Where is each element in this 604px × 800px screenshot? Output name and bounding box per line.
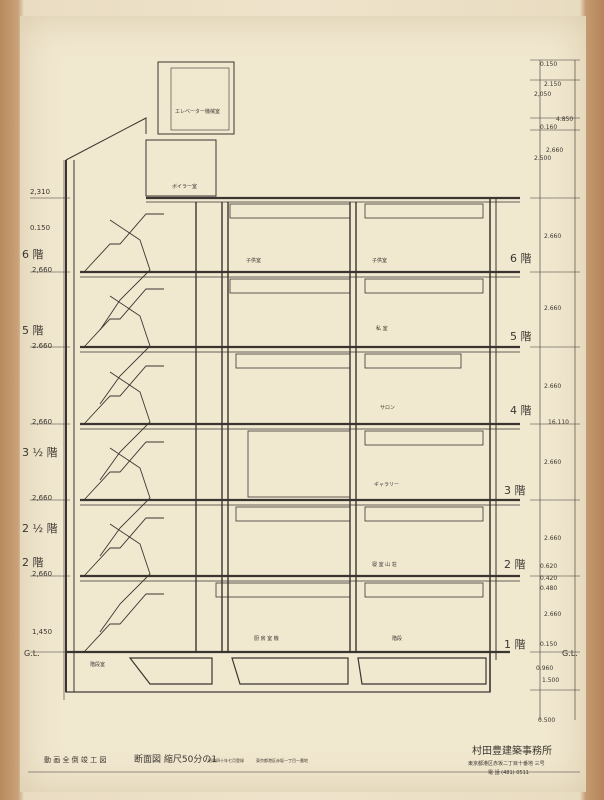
left-dim-2: 2,660 [32, 266, 52, 274]
room-label-2f: 寝 室 山 荘 [372, 561, 397, 568]
boiler-room-outline [145, 139, 217, 197]
right-dim-5: 2,660 [546, 147, 563, 154]
right-dim-0: 0.150 [540, 61, 557, 68]
left-floor-2-5: 2 ½ 階 [22, 521, 58, 535]
right-dim-15: 0.480 [540, 585, 557, 592]
left-dim-6: 2,660 [32, 570, 52, 578]
left-dim-4: 2,660 [32, 418, 52, 426]
office-phone: 電 話 (481) 0511 [488, 769, 529, 776]
right-dim-4: 0.160 [540, 124, 557, 131]
right-dim-19: 1.500 [542, 677, 559, 684]
right-floor-2: 2 階 [504, 557, 526, 571]
left-floor-5: 5 階 [22, 323, 44, 337]
sheet-title: 断面図 縮尺50分の1 [134, 753, 217, 765]
room-label-1f-left: 厨 房 室 機 [254, 635, 279, 642]
right-gl: G.L. [562, 649, 578, 658]
penthouse-outline [157, 61, 235, 135]
right-dim-14: 0.420 [540, 575, 557, 582]
left-floor-3-5: 3 ½ 階 [22, 445, 58, 459]
left-dim-1: 0.150 [30, 224, 50, 232]
right-dim-12: 2.660 [544, 535, 561, 542]
room-label-stair-base: 階段室 [90, 661, 105, 668]
left-dim-0: 2,310 [30, 188, 50, 196]
left-dim-7: 1,450 [32, 628, 52, 636]
office-name: 村田豊建築事務所 [472, 744, 552, 757]
left-gl: G.L. [24, 649, 40, 658]
left-floor-6: 6 階 [22, 247, 44, 261]
office-address: 東京都港区赤坂二丁目十番地 三号 [468, 760, 545, 767]
left-dim-3: 2.660 [32, 342, 52, 350]
right-dim-10: 16.110 [548, 419, 569, 426]
right-dim-2: 2,050 [534, 91, 551, 98]
right-dim-9: 2.660 [544, 383, 561, 390]
room-label-6f-right: 子供室 [372, 257, 387, 264]
room-label-5f: 私 室 [376, 325, 388, 332]
right-dim-6: 2.500 [534, 155, 551, 162]
caption-left: 動 画 全 倒 竣 工 図 [44, 755, 106, 764]
right-dim-1: 2.150 [544, 81, 561, 88]
room-label-4f: サロン [380, 405, 395, 411]
right-dim-13: 0.620 [540, 563, 557, 570]
room-label-1f-right: 階段 [392, 635, 402, 642]
paper [20, 16, 586, 792]
sheet-note-1: 昭和四十年七月登録 [208, 757, 244, 763]
room-label-6f-left: 子供室 [246, 257, 261, 264]
right-floor-3: 3 階 [504, 483, 526, 497]
boiler-room-label: ボイラー室 [172, 183, 197, 190]
right-floor-4: 4 階 [510, 403, 532, 417]
left-dim-5: 2,660 [32, 494, 52, 502]
right-dim-16: 2.660 [544, 611, 561, 618]
right-dim-8: 2.660 [544, 305, 561, 312]
right-dim-20: 0.500 [538, 717, 555, 724]
left-floor-2: 2 階 [22, 555, 44, 569]
right-floor-5: 5 階 [510, 329, 532, 343]
room-label-3f: ギャラリー [374, 482, 399, 488]
right-dim-7: 2.660 [544, 233, 561, 240]
right-dim-17: 0.150 [540, 641, 557, 648]
right-floor-1: 1 階 [504, 637, 526, 651]
right-dim-18: 0.960 [536, 665, 553, 672]
right-dim-3: 4.850 [556, 116, 573, 123]
right-dim-11: 2.660 [544, 459, 561, 466]
sheet-note-2: 東京都港区赤坂一丁目一番地 [256, 757, 308, 763]
elevator-room-label: エレベーター機械室 [175, 108, 220, 115]
right-floor-6: 6 階 [510, 251, 532, 265]
